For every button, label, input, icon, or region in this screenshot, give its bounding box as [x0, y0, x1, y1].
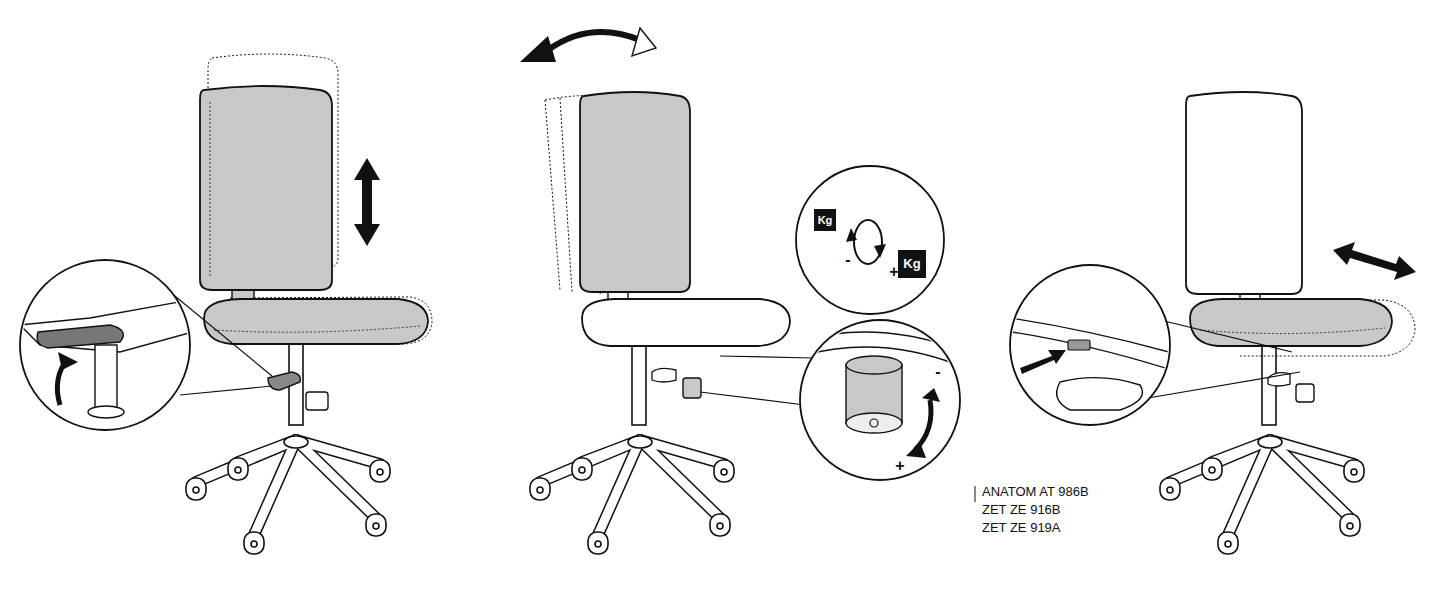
model-code: ZET ZE 919A [982, 521, 1061, 536]
minus-sign: - [935, 363, 940, 381]
weight-symbol: Kg [818, 214, 833, 227]
chair-tilt [520, 28, 960, 554]
weight-icon [814, 209, 836, 231]
chair-height [20, 54, 432, 554]
model-code: ANATOM AT 986B [982, 485, 1089, 500]
weight-symbol: Kg [903, 257, 920, 272]
plus-sign: + [895, 457, 904, 475]
model-code: ZET ZE 916B [982, 503, 1061, 518]
text-marker [975, 486, 976, 502]
minus-sign: - [845, 251, 850, 269]
weight-icon [898, 250, 926, 278]
plus-sign: + [889, 263, 898, 281]
